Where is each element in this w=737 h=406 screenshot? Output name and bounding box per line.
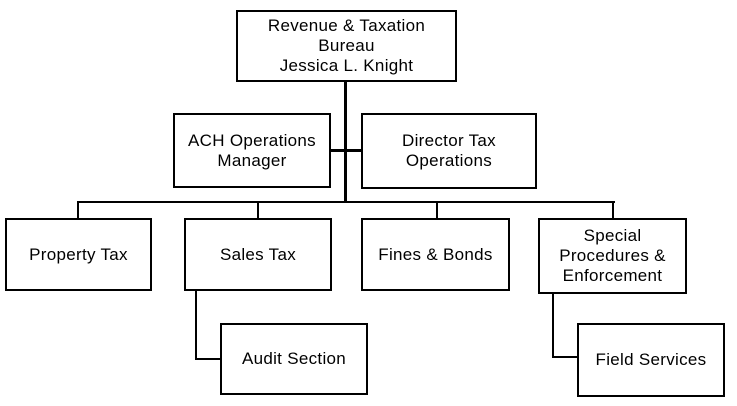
org-node-audit-section: Audit Section [220,323,368,395]
org-node-sales-tax: Sales Tax [184,218,332,291]
connector-trunk-vertical [344,82,347,203]
org-node-director-tax-operations: Director Tax Operations [361,113,537,189]
org-node-fines-bonds: Fines & Bonds [361,218,510,291]
org-node-special-procedures-enforcement: Special Procedures & Enforcement [538,218,687,294]
connector-drop-fines-bonds [436,201,438,218]
org-node-field-services: Field Services [577,323,725,397]
connector-field-vertical [552,294,554,358]
org-node-property-tax: Property Tax [5,218,152,291]
connector-level3-rail [77,201,615,203]
connector-field-horizontal [552,356,577,358]
connector-ach-director-horizontal [331,149,361,152]
connector-audit-vertical [195,291,197,360]
org-node-revenue-taxation-bureau: Revenue & Taxation Bureau Jessica L. Kni… [236,10,457,82]
connector-drop-sales-tax [257,201,259,218]
connector-drop-special-procedures [612,201,614,218]
org-node-ach-operations-manager: ACH Operations Manager [173,113,331,188]
connector-audit-horizontal [195,358,220,360]
connector-drop-property-tax [77,201,79,218]
